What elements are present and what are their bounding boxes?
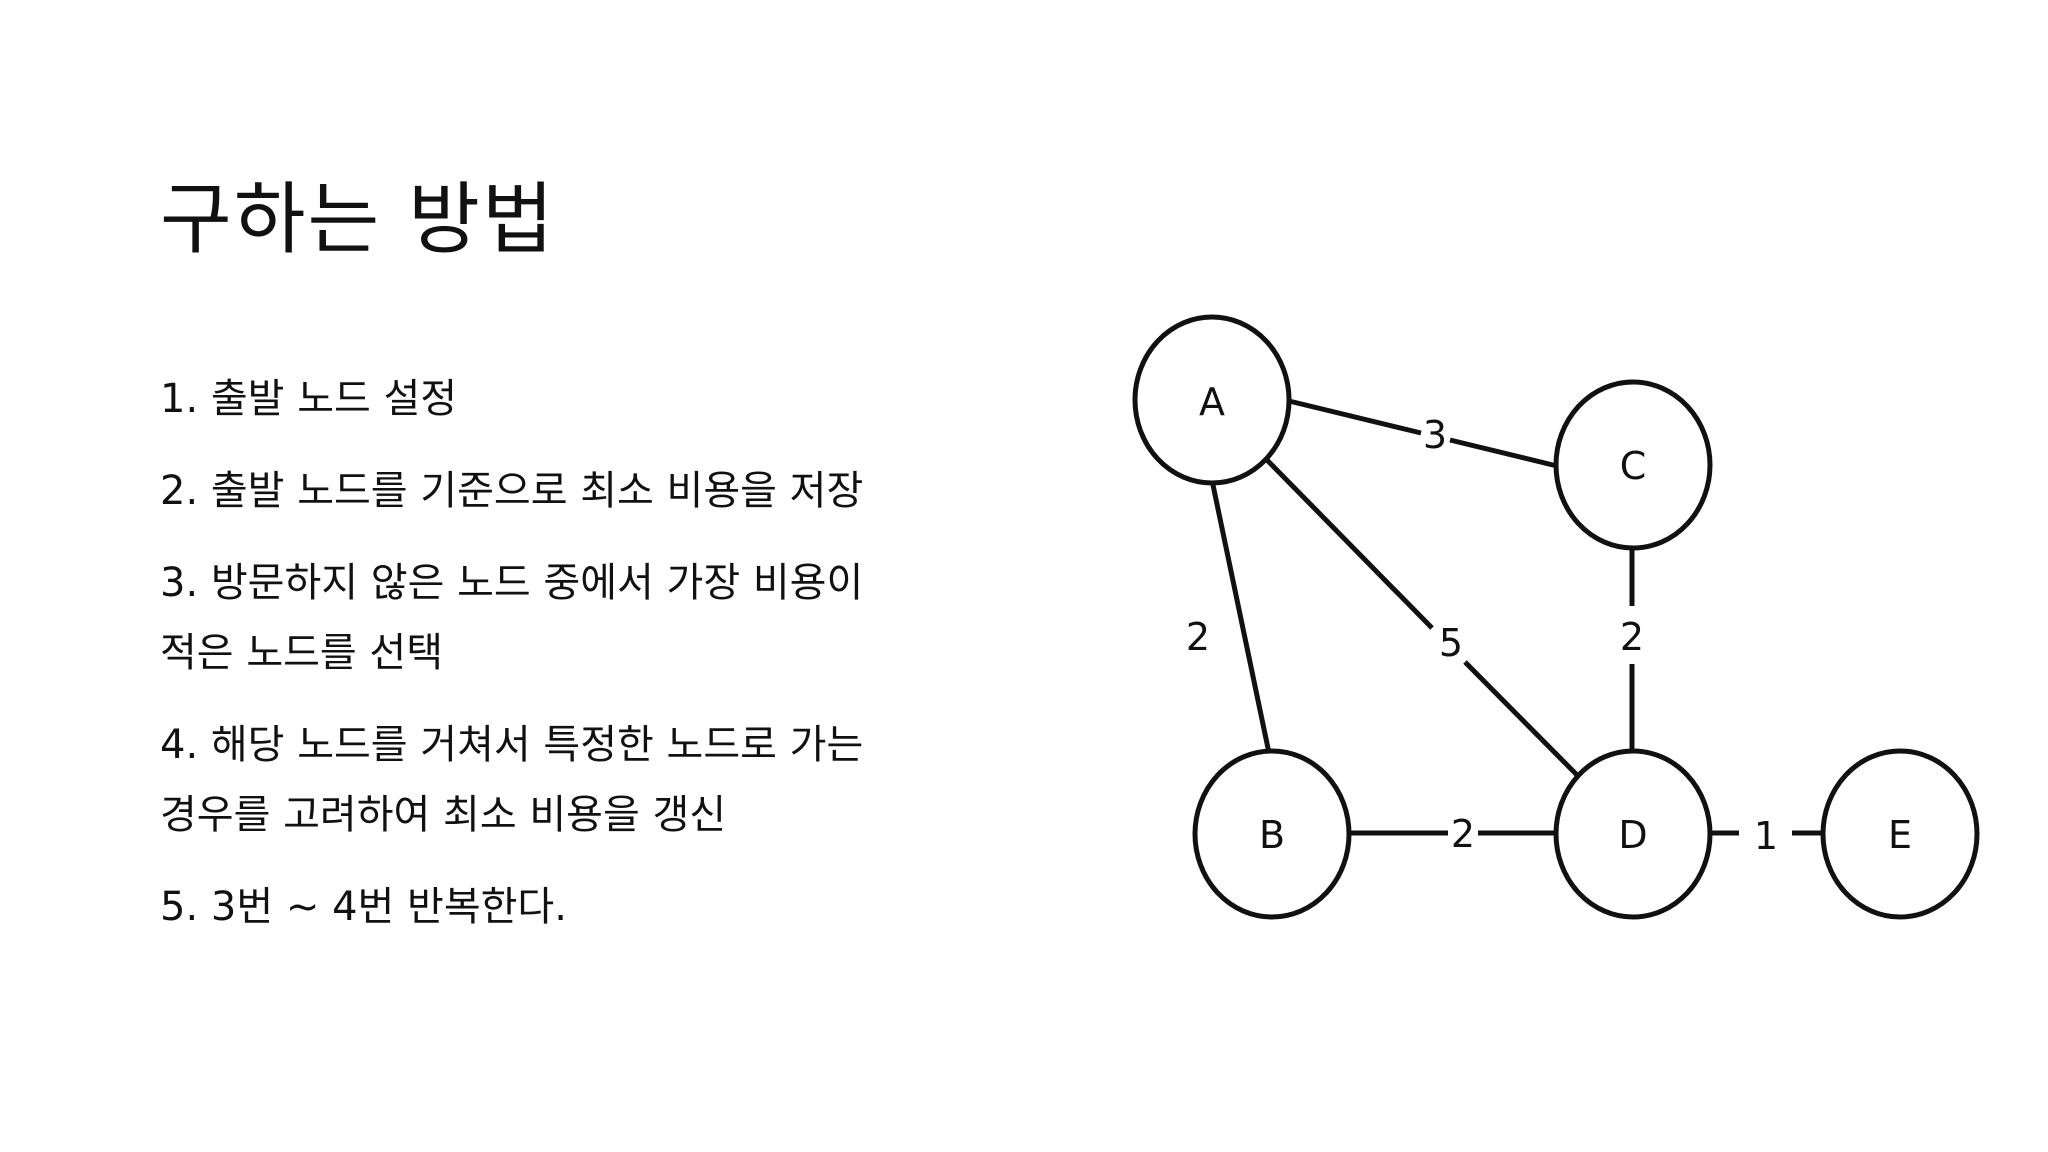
- edge-a-d: [1463, 660, 1579, 777]
- step-item: 3. 방문하지 않은 노드 중에서 가장 비용이 적은 노드를 선택: [160, 560, 864, 676]
- edge-weight: 2: [1620, 615, 1644, 659]
- edge-weight: 2: [1451, 812, 1475, 856]
- edge-weight: 1: [1754, 814, 1778, 858]
- step-item: 1. 출발 노드 설정: [160, 376, 458, 422]
- node-labels: A C B D E: [1199, 380, 1912, 857]
- node-b: [1192, 748, 1352, 920]
- edge-a-b: [1210, 484, 1272, 754]
- step-item: 5. 3번 ~ 4번 반복한다.: [160, 884, 567, 930]
- graph-edges: [1210, 398, 1822, 836]
- edge-weight: 3: [1423, 413, 1447, 457]
- node-d: [1553, 748, 1713, 920]
- edge-a-d: [1265, 458, 1434, 630]
- node-label: E: [1888, 813, 1912, 857]
- slide-title: 구하는 방법: [160, 175, 556, 265]
- edge-a-c: [1449, 437, 1558, 469]
- node-a: [1132, 314, 1292, 486]
- steps-list: 1. 출발 노드 설정 2. 출발 노드를 기준으로 최소 비용을 저장 3. …: [160, 364, 900, 964]
- edge-a-c: [1288, 398, 1422, 436]
- graph-nodes: [1132, 314, 1980, 920]
- node-c: [1553, 379, 1713, 551]
- edge-weight: 5: [1439, 621, 1463, 665]
- edge-weights: 3 2 5 2 2 1: [1186, 413, 1778, 858]
- step-item: 4. 해당 노드를 거쳐서 특정한 노드로 가는 경우를 고려하여 최소 비용을…: [160, 722, 864, 838]
- node-label: D: [1618, 813, 1647, 857]
- node-label: C: [1620, 444, 1647, 488]
- node-label: A: [1199, 380, 1225, 424]
- step-item: 2. 출발 노드를 기준으로 최소 비용을 저장: [160, 468, 864, 514]
- edge-weight: 2: [1186, 615, 1210, 659]
- node-label: B: [1259, 813, 1285, 857]
- node-e: [1820, 748, 1980, 920]
